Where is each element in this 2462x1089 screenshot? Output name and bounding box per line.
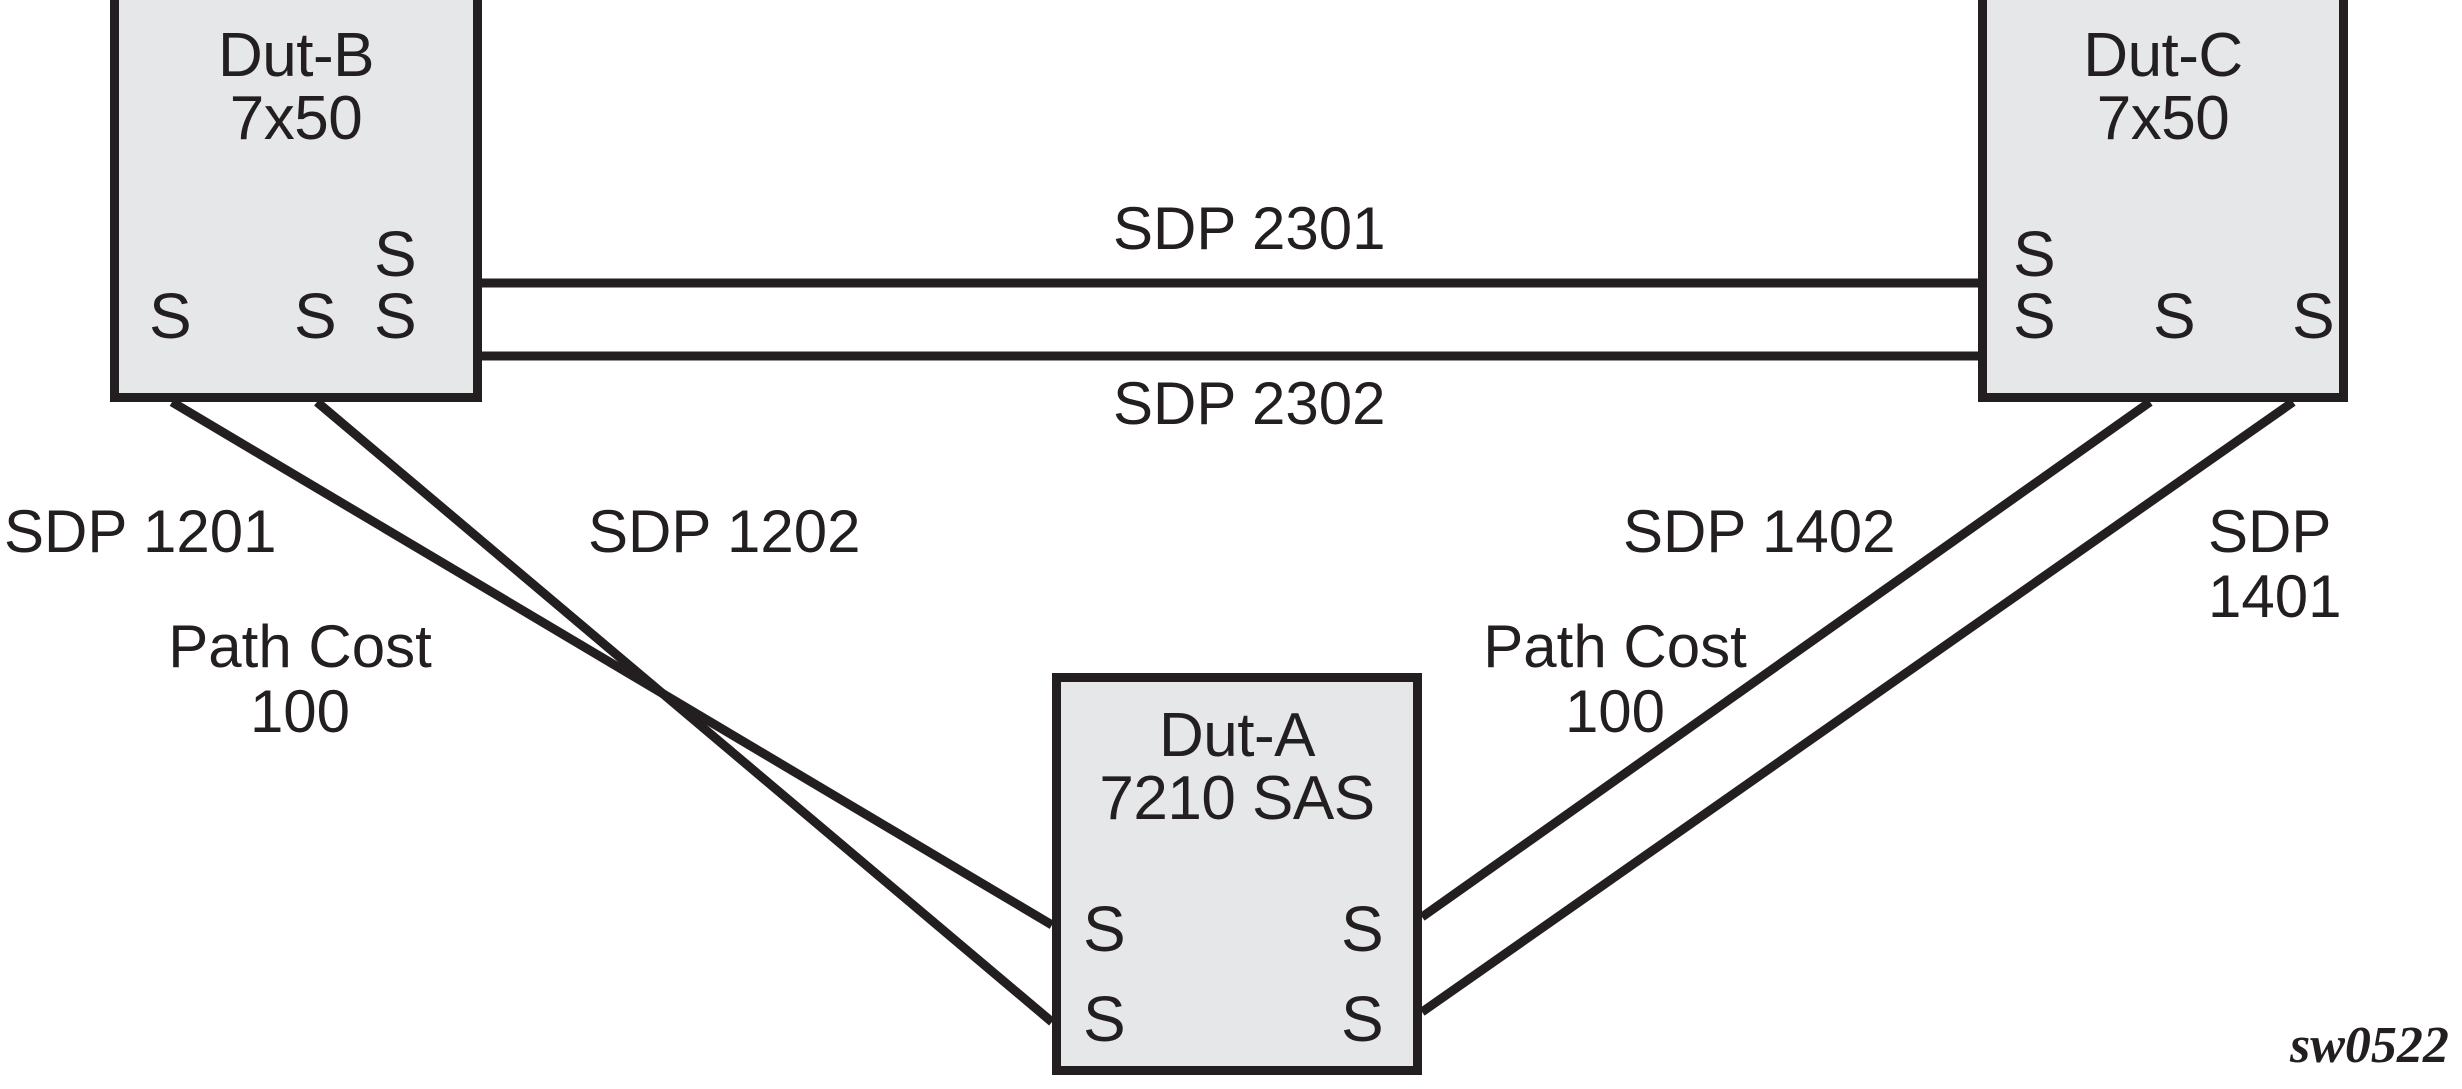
link-label-sdp-1201: SDP 1201 (4, 498, 277, 565)
annotation-path-cost-left: Path Cost 100 (168, 613, 432, 745)
port-dut-b-right-lower: S (374, 280, 417, 352)
port-dut-b-right-upper: S (374, 218, 417, 290)
port-dut-c-bottom-mid: S (2153, 280, 2196, 352)
port-dut-c-left-upper: S (2013, 218, 2056, 290)
link-label-sdp-1402: SDP 1402 (1623, 498, 1896, 565)
port-dut-a-right-lower: S (1341, 983, 1384, 1055)
port-dut-b-bottom-mid: S (294, 280, 337, 352)
annotation-path-cost-right: Path Cost 100 (1483, 613, 1747, 745)
link-line-sdp-1402 (1419, 398, 2153, 921)
node-dut-a-label: Dut-A 7210 SAS (1099, 701, 1375, 834)
figure-id-watermark: sw0522 (2290, 1017, 2449, 1074)
node-dut-a[interactable]: Dut-A 7210 SAS S S S S (1052, 673, 1422, 1075)
port-dut-a-left-lower: S (1083, 983, 1126, 1055)
port-dut-a-right-upper: S (1341, 893, 1384, 965)
node-dut-c[interactable]: Dut-C 7x50 S S S S (1978, 0, 2348, 402)
link-label-sdp-2301: SDP 2301 (1113, 195, 1386, 262)
link-label-sdp-1202: SDP 1202 (588, 498, 861, 565)
port-dut-b-bottom-left: S (149, 280, 192, 352)
port-dut-c-left-lower: S (2013, 280, 2056, 352)
link-line-sdp-1201 (169, 398, 1055, 929)
link-label-sdp-2302: SDP 2302 (1113, 370, 1386, 437)
link-line-sdp-1401 (1419, 398, 2296, 1016)
node-dut-c-label: Dut-C 7x50 (2083, 21, 2243, 154)
link-label-sdp-1401: SDP 1401 (2208, 498, 2342, 630)
node-dut-b[interactable]: Dut-B 7x50 S S S S (110, 0, 482, 402)
node-dut-b-label: Dut-B 7x50 (218, 21, 374, 154)
port-dut-c-bottom-right: S (2292, 280, 2335, 352)
link-line-sdp-1202 (314, 398, 1055, 1026)
port-dut-a-left-upper: S (1083, 893, 1126, 965)
